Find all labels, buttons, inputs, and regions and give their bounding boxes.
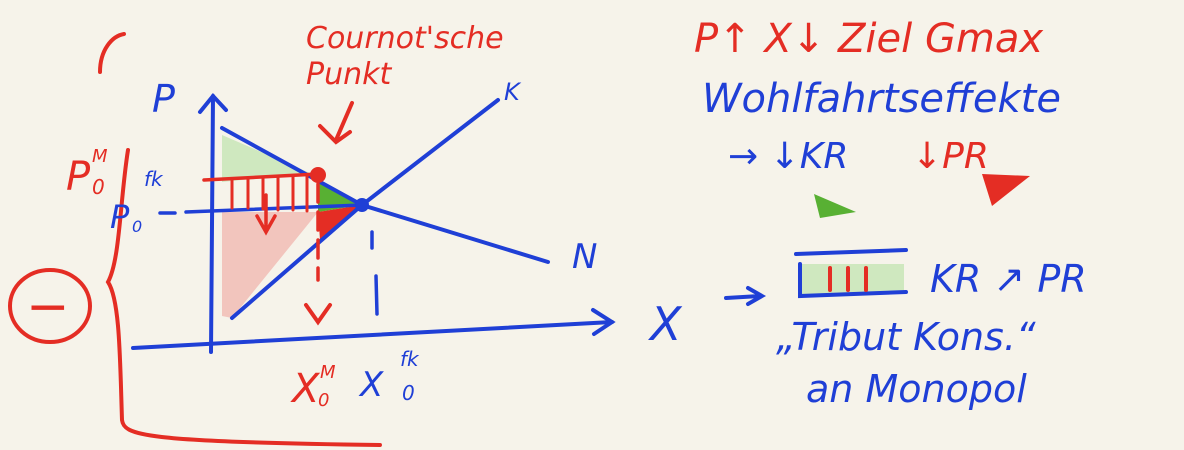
note-line1: P↑ X↓ Ziel Gmax [694,16,1043,62]
price-monopoly-sub: 0 [92,175,105,199]
note-hatch-box-frame [794,248,908,299]
note-red-swatch [982,174,1030,206]
note-hatch-box [800,264,904,294]
price-monopoly-sup: M [92,146,108,167]
price-p0-dash [158,203,364,215]
qty-fk-sup: fk [400,347,420,371]
top-hook [98,32,126,74]
cournot-pointer-arrow [318,101,354,145]
curve-k-label: K [504,78,522,106]
minus-circle [8,268,92,344]
cournot-point [310,167,326,183]
note-line6: an Monopol [806,367,1027,411]
qty-fk-label: X [358,365,384,405]
competition-quantity-dashed-line [370,230,379,316]
note-line3-pr: ↓PR [912,136,989,177]
x-axis [131,320,614,350]
price-competition-sub: 0 [132,217,142,236]
note-hatch-marks [828,266,868,292]
qty-monopoly-sub: 0 [318,390,329,411]
y-axis [209,94,215,354]
minus-sign: − [26,277,70,337]
hatch-marks [230,173,309,213]
qty-fk-sub: 0 [402,381,415,405]
x-axis-arrowhead [591,308,616,336]
price-monopoly-label: P [66,154,91,200]
left-brace [105,148,382,447]
qty-monopoly-label: X [290,366,321,412]
note-line3-arrow: → ↓KR [728,136,848,177]
note-arrow-right [724,286,767,306]
monopoly-quantity-arrowhead [304,303,332,326]
qty-monopoly-sup: M [320,362,336,383]
consumer-surplus-area [222,135,310,182]
axis-x-label: X [648,297,683,351]
note-green-swatch [814,194,856,218]
price-competition-label: P [110,198,130,236]
red-down-arrow [255,193,277,236]
producer-surplus-area [222,212,318,318]
cournot-label-line2: Punkt [306,57,392,92]
note-line4-text: KR ↗ PR [930,257,1087,301]
price-fk-label: fk [144,167,164,191]
y-axis-arrowhead [198,92,228,114]
note-line5: „Tribut Kons.“ [776,315,1036,359]
note-line2: Wohlfahrtseffekte [702,76,1061,122]
price-monopoly-dash [202,172,320,182]
cournot-label-line1: Cournot'sche [306,21,504,56]
curve-n-label: N [572,237,597,277]
equilibrium-point [355,198,369,212]
axis-y-label: P [152,77,175,121]
